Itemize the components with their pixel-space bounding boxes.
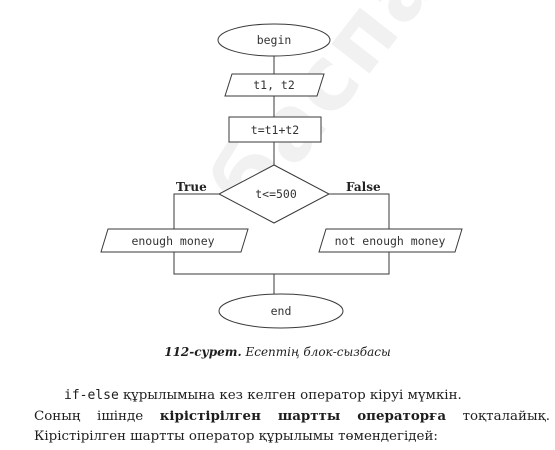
connector-true-merge	[173, 252, 390, 275]
false-output-parallelogram	[318, 228, 463, 253]
process-label: t=t1+t2	[251, 123, 299, 137]
begin-label: begin	[257, 33, 292, 47]
end-label: end	[271, 304, 292, 318]
line1-text: құрылымына кез келген оператор кіруі мүм…	[118, 388, 462, 403]
begin-terminal	[217, 23, 331, 57]
false-output-label: not enough money	[335, 234, 446, 248]
connector-false-branch	[329, 193, 390, 229]
connector-true-branch	[173, 193, 219, 229]
paragraph-line-2: Соның ішінде кірістірілген шартты операт…	[34, 406, 550, 427]
line2-start: Соның ішінде	[34, 409, 160, 424]
paragraph-line-1: if-else құрылымына кез келген оператор к…	[34, 386, 550, 406]
figure-title: Есептің блок-сызбасы	[245, 345, 391, 359]
true-output-parallelogram	[100, 228, 249, 253]
if-else-code: if-else	[64, 388, 119, 403]
flowchart: begin t1, t2 t=t1+t2 t<=500 True False e…	[100, 23, 463, 329]
condition-diamond	[217, 164, 331, 224]
true-output-label: enough money	[131, 234, 214, 248]
process-box	[228, 116, 322, 143]
input-parallelogram	[224, 73, 325, 97]
input-label: t1, t2	[253, 78, 295, 92]
line2-bold-term: кірістірілген шартты операторға	[159, 408, 447, 424]
true-branch-label: True	[176, 180, 207, 194]
paragraph-line-3: Кірістірілген шартты оператор құрылымы т…	[34, 429, 438, 444]
end-terminal	[218, 293, 344, 329]
condition-label: t<=500	[255, 187, 297, 201]
figure-caption: 112-сурет. Есептің блок-сызбасы	[0, 345, 555, 359]
false-branch-label: False	[346, 180, 381, 194]
figure-number: 112-сурет.	[164, 345, 242, 359]
line2-end: тоқталайық.	[446, 409, 550, 424]
body-paragraph: if-else құрылымына кез келген оператор к…	[34, 386, 550, 447]
